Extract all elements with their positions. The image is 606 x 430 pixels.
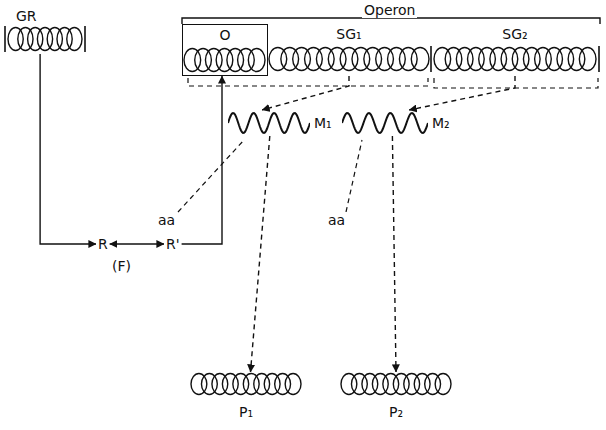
helix-loop — [248, 49, 265, 72]
messenger-rna: M₁ — [228, 110, 338, 136]
connector — [110, 243, 164, 244]
connector — [251, 136, 270, 372]
helix-loop — [579, 48, 596, 71]
structural-gene: SG₂ — [430, 24, 600, 76]
helix-loop — [411, 48, 429, 71]
amino-acid-label: aa — [326, 212, 347, 228]
figure-tag: (F) — [110, 258, 133, 274]
helix-loop — [67, 28, 82, 51]
operator-gene: O — [182, 24, 268, 76]
wave-line — [342, 113, 428, 133]
gene-end-bar — [84, 26, 86, 52]
connector — [392, 136, 396, 372]
connector — [182, 76, 222, 244]
node-label: SG₁ — [268, 26, 430, 42]
messenger-rna: M₂ — [342, 110, 454, 136]
helix-loop — [227, 49, 244, 72]
helix-loop — [285, 374, 301, 395]
node-label: R — [96, 236, 110, 252]
amino-acid-label: aa — [156, 212, 177, 228]
node-label: R' — [164, 236, 182, 252]
helix-loop — [184, 49, 201, 72]
repressor-label: R — [96, 236, 110, 252]
node-label: SG₂ — [430, 26, 600, 42]
node-label: M₂ — [432, 115, 450, 131]
structural-gene: SG₁ — [268, 24, 430, 76]
wave-shape — [342, 110, 428, 136]
helix-loop — [195, 49, 212, 72]
connector — [409, 76, 515, 110]
protein: P₁ — [190, 372, 302, 422]
helix-shape — [190, 372, 302, 396]
helix-shape — [183, 47, 266, 73]
amino-acid-line — [178, 140, 244, 212]
gene-end-bar — [4, 26, 6, 52]
helix-loop — [37, 28, 52, 51]
connector — [40, 54, 96, 244]
amino-acid-line — [346, 140, 362, 212]
helix-shape — [430, 46, 600, 72]
helix-loop — [238, 49, 255, 72]
transcription-bracket — [188, 78, 428, 86]
node-label: M₁ — [314, 115, 332, 131]
wave-line — [228, 113, 310, 133]
wave-shape — [228, 110, 310, 136]
gene-end-bar — [598, 46, 600, 72]
transcription-bracket — [434, 78, 598, 88]
helix-shape — [4, 26, 86, 52]
repressor-label: R' — [164, 236, 182, 252]
helix-loop — [205, 49, 222, 72]
node-label: O — [183, 27, 267, 43]
node-label: GR — [16, 8, 37, 24]
helix-loop — [28, 28, 43, 51]
gene-end-bar — [430, 46, 432, 72]
protein: P₂ — [340, 372, 452, 422]
operon-label: Operon — [362, 2, 417, 18]
connector — [262, 76, 349, 110]
helix-loop — [216, 49, 233, 72]
helix-shape — [268, 46, 430, 72]
helix-loop — [18, 28, 33, 51]
helix-loop — [435, 374, 451, 395]
helix-loop — [8, 28, 23, 51]
helix-shape — [340, 372, 452, 396]
node-label: P₁ — [190, 404, 302, 420]
helix-loop — [47, 28, 62, 51]
regulator-gene: GR — [4, 6, 86, 54]
node-label: P₂ — [340, 404, 452, 420]
helix-loop — [57, 28, 72, 51]
